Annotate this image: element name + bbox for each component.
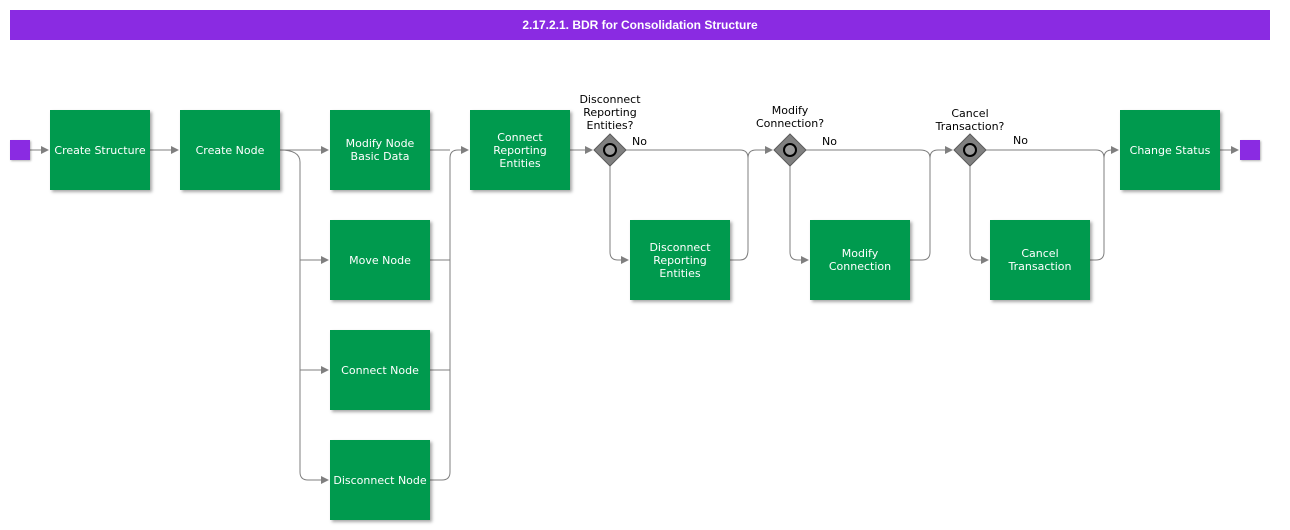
edge-merge-trunk xyxy=(430,146,469,481)
edge-gw1-no xyxy=(626,149,749,261)
task-create-structure[interactable]: Create Structure xyxy=(50,110,150,190)
start-event-icon xyxy=(10,140,30,160)
edge-gw3-no xyxy=(986,149,1105,261)
branch-label-no: No xyxy=(822,135,837,148)
branch-label-no: No xyxy=(632,135,647,148)
edge-gw2-no xyxy=(806,149,931,261)
task-cancel-transaction[interactable]: Cancel Transaction xyxy=(990,220,1090,300)
gateway-diamond-icon xyxy=(773,133,807,167)
gateway-diamond-icon xyxy=(953,133,987,167)
diagram-title: 2.17.2.1. BDR for Consolidation Structur… xyxy=(10,10,1270,40)
edge-gw2-merge xyxy=(929,146,953,159)
gateway-diamond-icon xyxy=(593,133,627,167)
edge-gw1-merge xyxy=(747,146,773,159)
branch-label-no: No xyxy=(1013,134,1028,147)
gateway-label-cancel: Cancel Transaction? xyxy=(935,107,1005,133)
task-connect-reporting-entities[interactable]: Connect Reporting Entities xyxy=(470,110,570,190)
task-create-node[interactable]: Create Node xyxy=(180,110,280,190)
task-change-status[interactable]: Change Status xyxy=(1120,110,1220,190)
task-disconnect-node[interactable]: Disconnect Node xyxy=(330,440,430,520)
gateway-label-modify: Modify Connection? xyxy=(755,104,825,130)
edge-split-trunk xyxy=(279,149,329,484)
task-disconnect-reporting-entities[interactable]: Disconnect Reporting Entities xyxy=(630,220,730,300)
edge-gw3-yes xyxy=(969,166,989,264)
task-modify-connection[interactable]: Modify Connection xyxy=(810,220,910,300)
gateway-label-disconnect: Disconnect Reporting Entities? xyxy=(579,93,641,132)
edge-gw2-yes xyxy=(789,166,809,264)
edge-gw1-yes xyxy=(609,166,629,264)
edge-gw3-merge xyxy=(1103,146,1119,159)
task-connect-node[interactable]: Connect Node xyxy=(330,330,430,410)
task-modify-node-basic-data[interactable]: Modify Node Basic Data xyxy=(330,110,430,190)
end-event-icon xyxy=(1240,140,1260,160)
task-move-node[interactable]: Move Node xyxy=(330,220,430,300)
